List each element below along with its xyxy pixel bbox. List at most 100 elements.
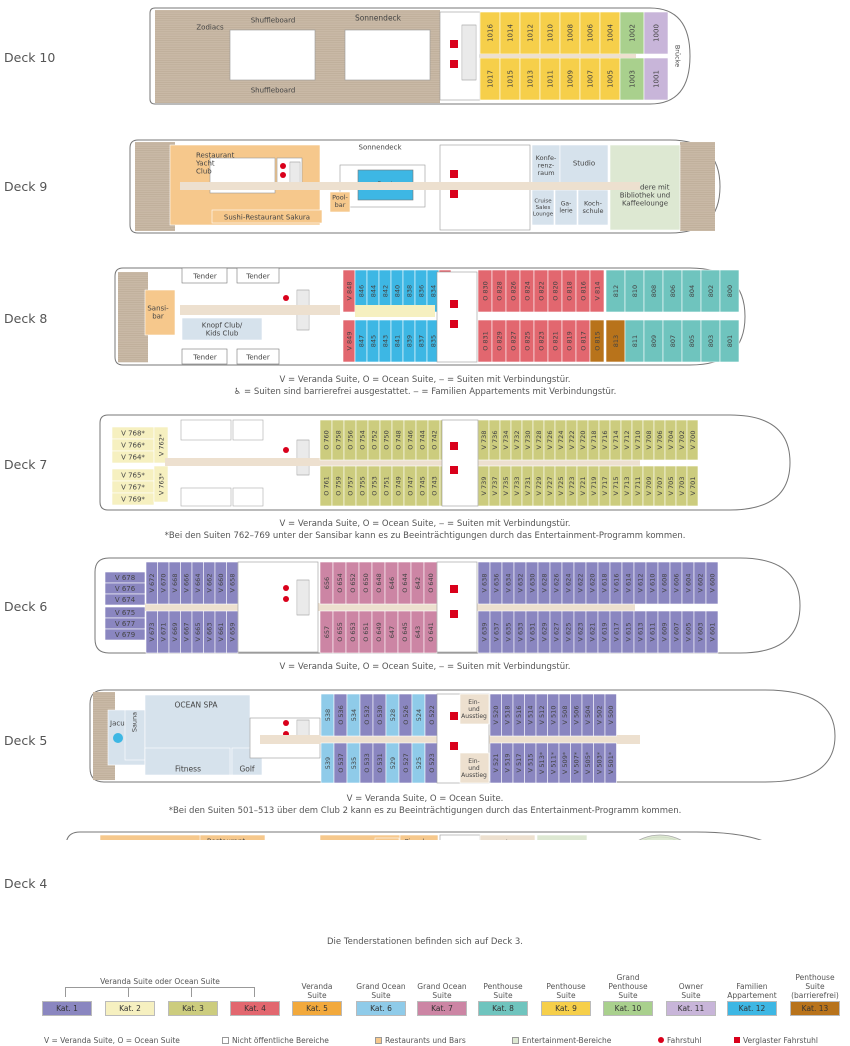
cabin-label: O 759 <box>334 476 342 496</box>
unused-area <box>180 419 232 441</box>
cabin-label: O 532 <box>363 705 371 725</box>
glass-elevator-icon <box>450 300 458 308</box>
legend-elevator-text: Fahrstuhl <box>667 1036 702 1045</box>
cabin-label: O 824 <box>523 281 531 301</box>
cabin-label: O 827 <box>509 331 517 351</box>
cabin-label: V 510 <box>550 706 558 725</box>
cabin-label: 1015 <box>506 70 514 88</box>
nonpublic-swatch <box>222 1037 229 1044</box>
cabin-label: 807 <box>669 335 677 347</box>
cabin-label: 647 <box>388 626 396 638</box>
cabin-label: V 635 <box>504 623 512 642</box>
cabin-label: O 757 <box>346 476 354 496</box>
boarding-area <box>459 752 490 784</box>
deck-5-label: Deck 5 <box>4 733 48 748</box>
glass-elevator-icon <box>734 1037 740 1043</box>
cabin-label: V 617 <box>612 623 620 642</box>
unused-area <box>180 487 232 507</box>
legend-category: Kat. 4 <box>230 1001 280 1016</box>
legend-restaurants-text: Restaurants und Bars <box>385 1036 466 1045</box>
cabin-label: V 628 <box>540 574 548 593</box>
cabin-label: V 638 <box>480 574 488 593</box>
cabin-label: O 829 <box>495 331 503 351</box>
tender-label: Tender <box>192 272 217 280</box>
cabin-label: 657 <box>323 626 331 638</box>
cabin-label: V 659 <box>229 623 237 642</box>
cabin-label: O 742 <box>430 430 438 450</box>
cabin-label: 803 <box>707 335 715 347</box>
cabin-label: 836 <box>417 285 425 297</box>
cabin-label: V 619 <box>600 623 608 642</box>
glass-elevator-icon <box>450 320 458 328</box>
cabin-label: V 767* <box>121 483 145 491</box>
tender-label: Tender <box>245 272 270 280</box>
deck7-caption-2: *Bei den Suiten 762–769 unter der Sansib… <box>164 531 686 541</box>
jacuzzi-icon <box>113 733 123 743</box>
cabin-label: O 755 <box>358 476 366 496</box>
unused-area <box>232 487 264 507</box>
cabin-label: V 519 <box>504 754 512 773</box>
deck4-caption-1: Die Tenderstationen befinden sich auf De… <box>327 937 523 947</box>
pianobar-label: Pianobar <box>405 837 434 840</box>
cabin-label: 804 <box>688 285 696 297</box>
cabin-label: V 735 <box>502 477 510 496</box>
cabin-label: V 673 <box>148 623 156 642</box>
corridor <box>145 603 635 611</box>
cabin-label: O 531 <box>376 753 384 773</box>
cabin-label: V 661 <box>217 623 225 642</box>
cabin-label: 535 <box>350 757 358 769</box>
cabin-label: O 651 <box>362 622 370 642</box>
boarding-area <box>459 693 490 725</box>
legend-category: Kat. 3 <box>168 1001 218 1016</box>
cabin-label: 809 <box>650 335 658 347</box>
cabin-label: V 624 <box>564 574 572 593</box>
cabin-label: V 511* <box>550 751 558 774</box>
cabin <box>619 11 645 55</box>
deck-9-fore-deck <box>680 142 715 231</box>
cabin-label: O 821 <box>551 331 559 351</box>
cabin-label: V 713 <box>623 477 631 496</box>
legend-category-head: Owner Suite <box>678 982 704 1000</box>
cabin <box>619 57 645 101</box>
legend-vo: V = Veranda Suite, O = Ocean Suite <box>44 1036 180 1045</box>
sonnendeck-label: Sonnendeck <box>359 143 403 151</box>
elevator-icon <box>283 295 289 301</box>
cabin-label: V 636 <box>492 574 500 593</box>
cabin-label: 529 <box>389 757 397 769</box>
glass-elevator-icon <box>450 190 458 198</box>
legend-category: Kat. 10 <box>603 1001 653 1016</box>
legend-category: Kat. 5 <box>292 1001 342 1016</box>
legend-category-head: Veranda Suite <box>301 982 333 1000</box>
cabin-label: V 503* <box>596 751 604 774</box>
gallery-label: Ga-lerie <box>559 201 572 215</box>
cabin-label: V 732 <box>513 431 521 450</box>
cabin-label: V 600 <box>708 574 716 593</box>
legend-category: Kat. 11 <box>666 1001 716 1016</box>
cabin-label: V 622 <box>576 574 584 593</box>
cabin-label: O 825 <box>523 331 531 351</box>
cabin-label: V 737 <box>491 477 499 496</box>
glass-elevator-icon <box>450 442 458 450</box>
cabin-label: 643 <box>414 626 422 638</box>
cabin-label: V 632 <box>516 574 524 593</box>
cabin-label: V 730 <box>524 431 532 450</box>
jacuzzi-label: Jacuzzi <box>109 719 134 727</box>
tarragon-label: RestaurantTarragon <box>334 839 373 840</box>
cabin-label: O 527 <box>402 753 410 773</box>
cabin-label: V 614 <box>624 574 632 593</box>
cabin-label: 845 <box>369 335 377 347</box>
cabin-label: V 848 <box>345 282 353 301</box>
kids-club <box>181 317 263 341</box>
deck6-caption-1: V = Veranda Suite, O = Ocean Suite, ‒ = … <box>279 662 571 672</box>
cabin-label: 1003 <box>628 70 636 88</box>
cabin-label: O 641 <box>427 622 435 642</box>
cabin-label: O 761 <box>322 476 330 496</box>
deck5-caption-2: *Bei den Suiten 501–513 über dem Club 2 … <box>168 806 682 816</box>
pool-bar <box>329 191 351 213</box>
cabin-label: V 676 <box>115 585 136 593</box>
cabin-label: O 826 <box>509 281 517 301</box>
studio <box>559 144 609 186</box>
cabin-label: V 720 <box>579 431 587 450</box>
